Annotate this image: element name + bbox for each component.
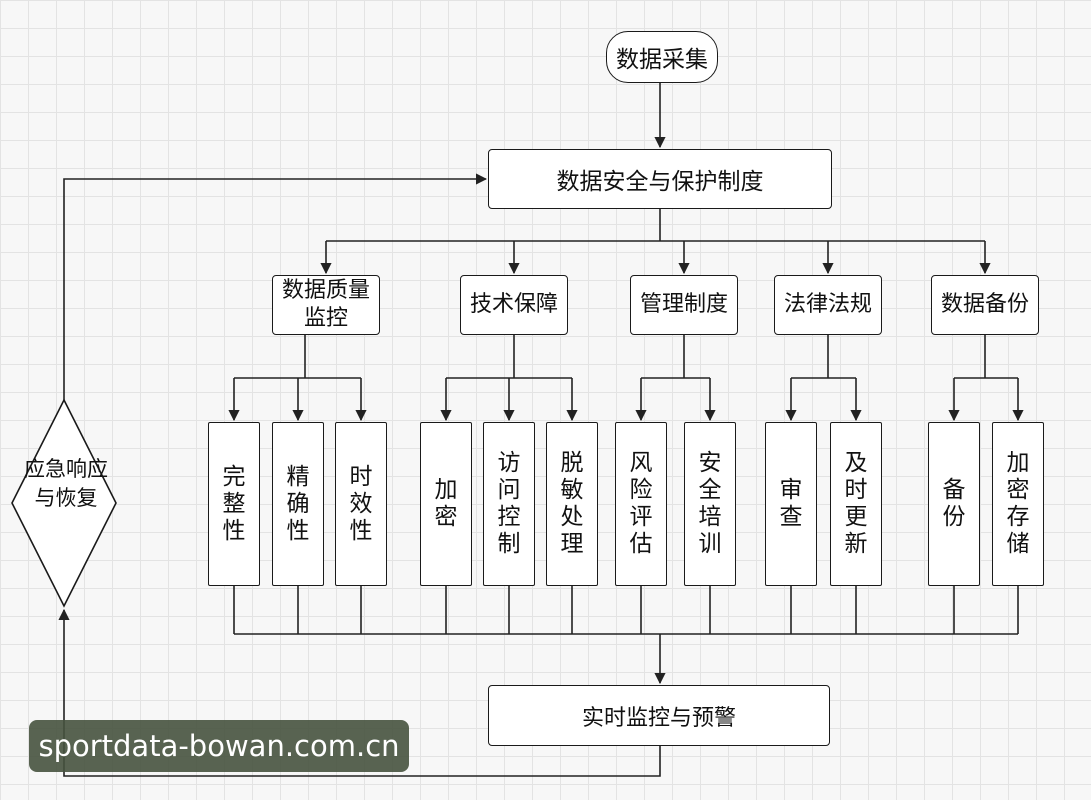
category-label: 数据质量监控: [281, 278, 370, 331]
policy-node: 数据安全与保护制度: [488, 149, 832, 209]
leaf-label: 时效性: [349, 463, 373, 544]
leaf-backup: 备份: [928, 422, 980, 586]
category-law: 法律法规: [774, 275, 882, 335]
leaf-label: 访问控制: [497, 450, 521, 557]
leaf-completeness: 完整性: [208, 422, 260, 586]
leaf-timeliness: 时效性: [335, 422, 387, 586]
monitor-label: 实时监控与预警: [581, 705, 736, 731]
decision-diamond: [11, 398, 117, 608]
start-node: 数据采集: [606, 31, 718, 83]
leaf-desensitization: 脱敏处理: [546, 422, 598, 586]
leaf-encrypted-storage: 加密存储: [992, 422, 1044, 586]
category-quality-monitoring: 数据质量监控: [272, 275, 380, 335]
leaf-access-control: 访问控制: [483, 422, 535, 586]
leaf-label: 加密存储: [1006, 450, 1030, 557]
leaf-label: 审查: [779, 477, 803, 530]
leaf-label: 完整性: [222, 463, 246, 544]
leaf-label: 加密: [434, 477, 458, 530]
leaf-encryption: 加密: [420, 422, 472, 586]
category-label: 数据备份: [940, 292, 1029, 317]
category-label: 法律法规: [783, 292, 872, 317]
leaf-review: 审查: [765, 422, 817, 586]
leaf-timely-update: 及时更新: [830, 422, 882, 586]
category-management: 管理制度: [630, 275, 738, 335]
leaf-label: 精确性: [286, 463, 310, 544]
edge-monitor-to-decision: [58, 608, 661, 777]
leaf-precision: 精确性: [272, 422, 324, 586]
leaf-label: 风险评估: [629, 450, 653, 557]
leaf-label: 及时更新: [844, 450, 868, 557]
leaf-label: 安全培训: [698, 450, 722, 557]
leaf-label: 脱敏处理: [560, 450, 584, 557]
leaf-security-training: 安全培训: [684, 422, 736, 586]
edge-decision-to-policy: [63, 173, 488, 400]
start-label: 数据采集: [616, 47, 708, 73]
leaf-risk-assessment: 风险评估: [615, 422, 667, 586]
watermark: sportdata-bowan.com.cn: [29, 720, 409, 772]
monitor-node: 实时监控与预警: [488, 685, 830, 746]
leaf-label: 备份: [942, 477, 966, 530]
decision-label: 应急响应与恢复: [24, 457, 108, 510]
category-tech-support: 技术保障: [460, 275, 568, 335]
category-backup: 数据备份: [931, 275, 1039, 335]
category-label: 管理制度: [639, 292, 728, 317]
category-label: 技术保障: [469, 292, 558, 317]
policy-label: 数据安全与保护制度: [556, 169, 764, 195]
